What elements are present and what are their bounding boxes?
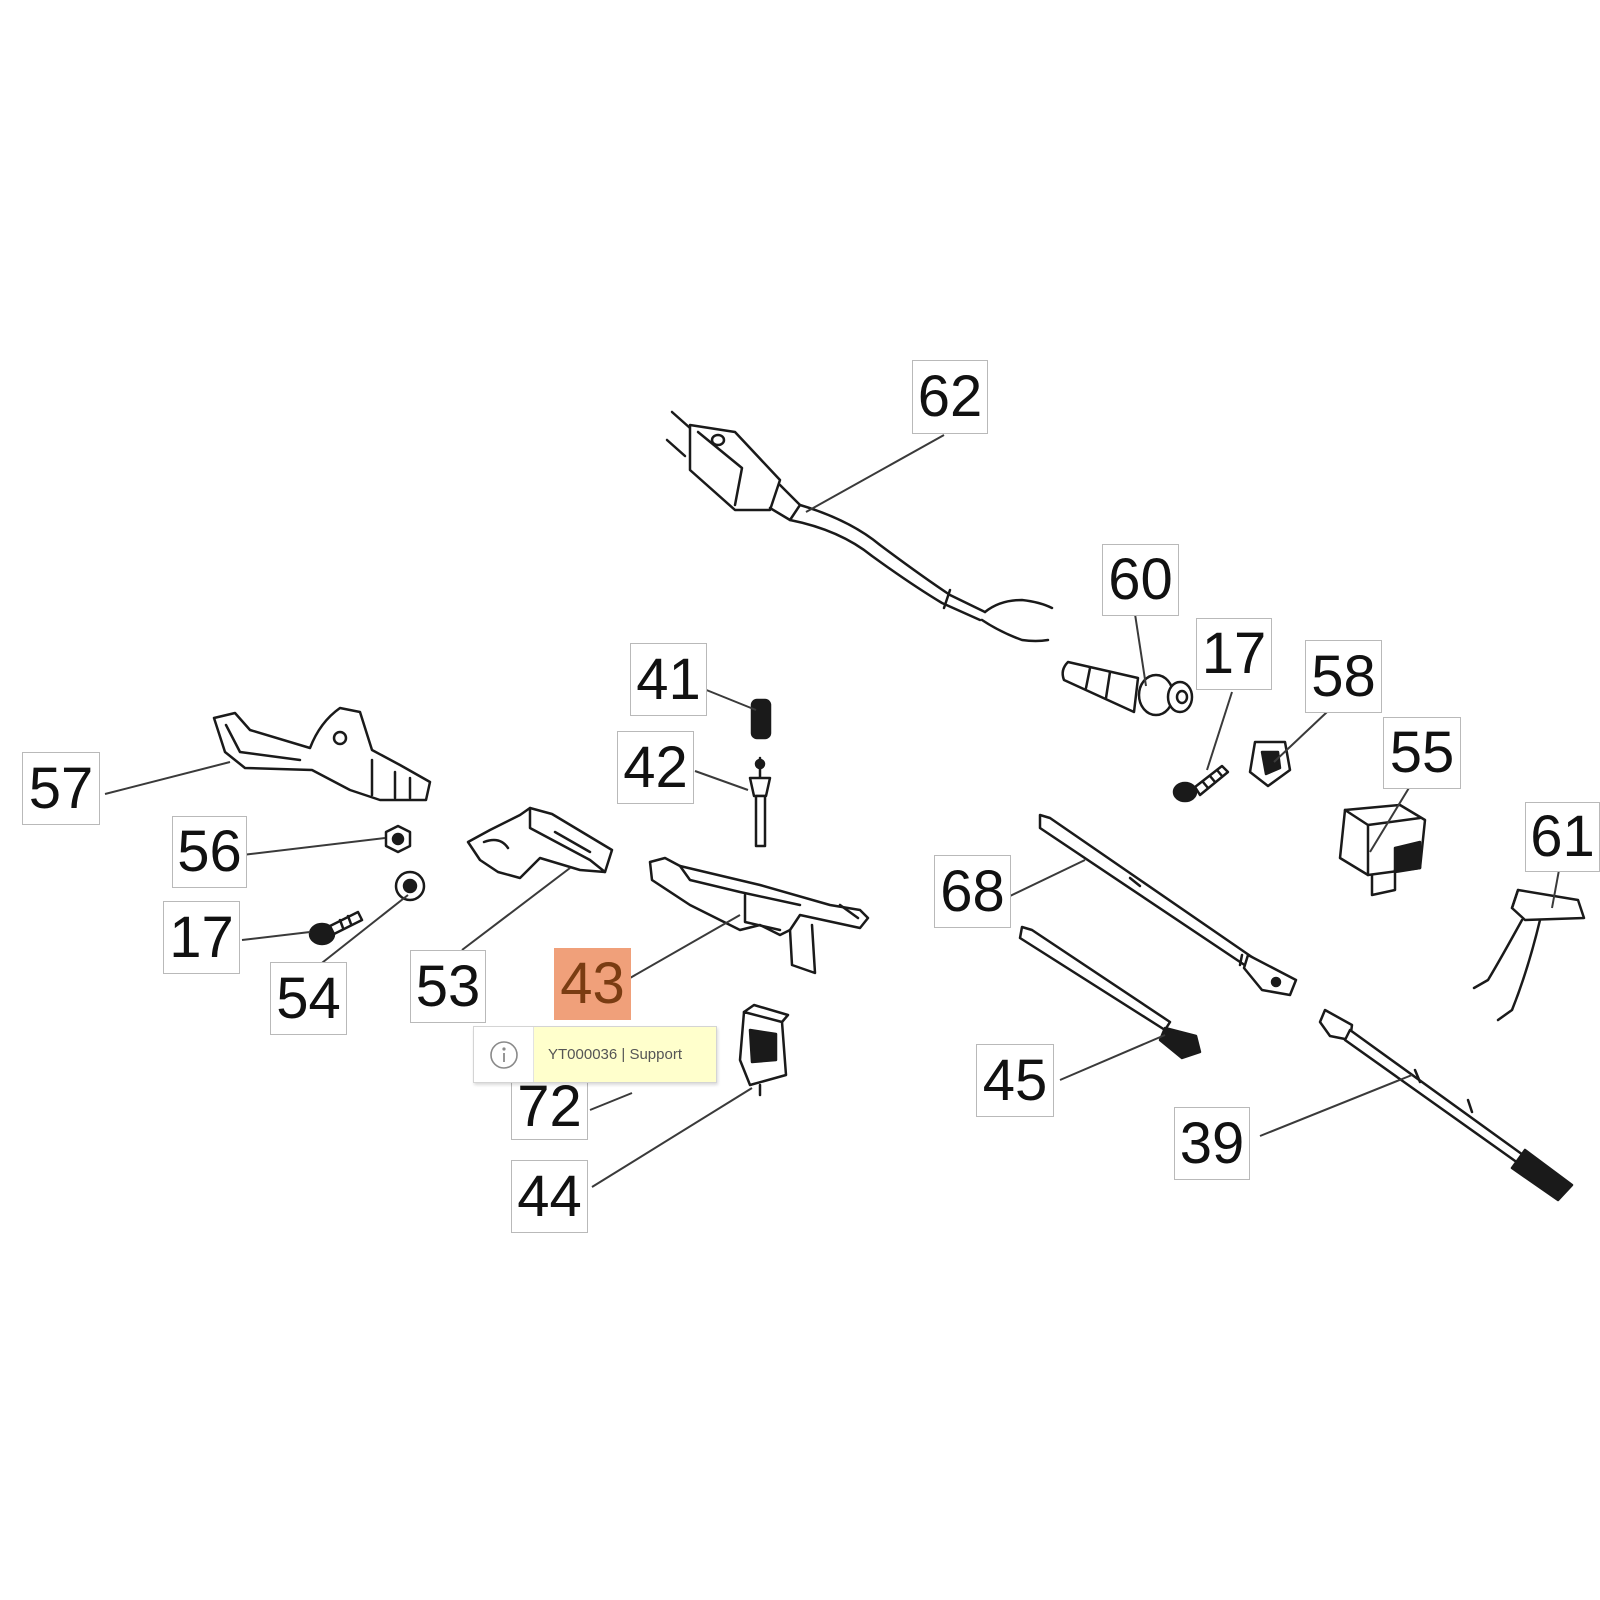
leader-53 [461,867,571,951]
part-62-power-plug [665,410,1054,643]
part-61-suppressor [1472,888,1586,1022]
leader-39 [1259,1074,1413,1137]
part-43-support [648,856,870,975]
part-label-45[interactable]: 45 [976,1044,1054,1117]
part-60-cable-gland [1061,660,1194,717]
part-label-53[interactable]: 53 [410,950,486,1023]
part-55-switch [1338,803,1427,897]
part-label-54[interactable]: 54 [270,962,347,1035]
leader-54 [312,894,409,971]
part-label-55[interactable]: 55 [1383,717,1461,789]
part-57-lever [212,706,432,802]
part-54-washer [394,870,426,902]
part-17-screw-upper [1172,764,1230,803]
part-label-56[interactable]: 56 [172,816,247,888]
part-label-44[interactable]: 44 [511,1160,588,1233]
leader-17a [1206,691,1233,771]
leader-17b [241,931,311,941]
part-label-58[interactable]: 58 [1305,640,1382,713]
tooltip-text: YT000036 | Support [534,1027,716,1082]
leader-55 [1369,777,1416,853]
part-58-clip [1248,740,1292,788]
part-label-57[interactable]: 57 [22,752,100,825]
part-label-39[interactable]: 39 [1174,1107,1250,1180]
leader-56 [241,837,386,856]
part-41-spring [750,698,772,740]
part-label-17-upper[interactable]: 17 [1196,618,1272,690]
part-label-43[interactable]: 43 [554,948,631,1020]
part-45-cable [1018,925,1202,1060]
part-label-17-left[interactable]: 17 [163,901,240,974]
part-68-cable [1038,813,1298,997]
part-53-slider [466,806,614,880]
part-17-screw-left [308,910,364,946]
part-label-60[interactable]: 60 [1102,544,1179,616]
leader-62 [805,434,945,513]
leader-61 [1551,869,1560,909]
part-39-cable [1318,1008,1574,1202]
part-42-pin [748,756,772,848]
leader-42 [694,770,749,791]
part-tooltip: YT000036 | Support [473,1026,717,1083]
part-label-62[interactable]: 62 [912,360,988,434]
part-label-41[interactable]: 41 [630,643,707,716]
leader-43 [629,914,741,979]
leader-60 [1134,613,1147,687]
tooltip-icon-box [474,1027,534,1082]
leader-72 [589,1092,633,1111]
part-56-nut [384,824,412,854]
leader-45 [1059,1034,1166,1081]
part-44-connector [738,1003,790,1097]
leader-68 [1009,859,1086,897]
leader-44 [591,1087,753,1188]
leader-58 [1273,711,1328,763]
leader-57 [104,761,231,795]
part-label-72[interactable]: 72 [511,1073,588,1140]
part-label-68[interactable]: 68 [934,855,1011,928]
part-label-42[interactable]: 42 [617,731,694,804]
info-icon [489,1040,518,1069]
part-label-61[interactable]: 61 [1525,802,1600,872]
